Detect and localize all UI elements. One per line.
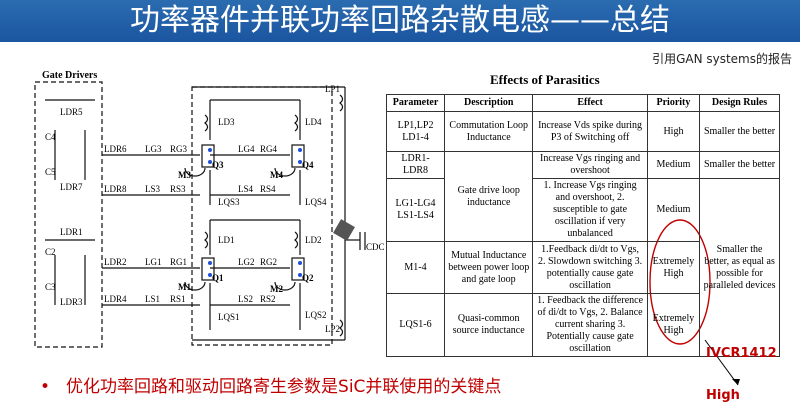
lbl-ld2: LD2 [305, 235, 322, 245]
lbl-ldr5: LDR5 [60, 107, 83, 117]
cell-effect: 1. Increase Vgs ringing and overshoot, 2… [532, 178, 648, 242]
lbl-ldr7: LDR7 [60, 182, 83, 192]
lbl-lqs2: LQS2 [305, 310, 327, 320]
lbl-lg1: LG1 [145, 257, 162, 267]
lbl-lqs4: LQS4 [305, 197, 327, 207]
cell-priority: Medium [646, 178, 701, 242]
bullet-text: 优化功率回路和驱动回路寄生参数是SiC并联使用的关键点 [66, 377, 502, 397]
col-header: Description [444, 94, 534, 112]
lbl-ldr2: LDR2 [104, 257, 127, 267]
lbl-ls4: LS4 [238, 184, 254, 194]
high-note: High [706, 388, 740, 403]
table-row: M1-4 Mutual Inductance between power loo… [385, 241, 780, 294]
lbl-rg2: RG2 [260, 257, 277, 267]
lbl-cdc: CDC [366, 242, 385, 252]
lbl-c3: C3 [45, 282, 56, 292]
table-row: LP1,LP2 LD1-4 Commutation Loop Inductanc… [385, 111, 780, 152]
gate-drivers-label: Gate Drivers [42, 70, 97, 81]
cell-priority: Medium [646, 151, 701, 179]
lbl-q4: Q4 [302, 160, 314, 170]
cell-priority: High [646, 111, 701, 152]
lbl-lqs3: LQS3 [218, 197, 240, 207]
lbl-rs1: RS1 [170, 294, 186, 304]
lbl-lp2: LP2 [325, 324, 340, 334]
lbl-m2: M2 [270, 284, 283, 294]
lbl-ldr8: LDR8 [104, 184, 127, 194]
lbl-ld3: LD3 [218, 117, 235, 127]
parasitics-table: Parameter Description Effect Priority De… [385, 94, 780, 357]
cell-parameter: M1-4 [385, 241, 446, 294]
lbl-ld1: LD1 [218, 235, 235, 245]
cell-priority: Extremely High [646, 241, 701, 294]
lbl-rs2: RS2 [260, 294, 276, 304]
table-row: LDR1-LDR8 Gate drive loop inductance Inc… [385, 151, 780, 242]
lbl-ldr6: LDR6 [104, 144, 127, 154]
bullet-dot-icon: • [40, 377, 51, 397]
lbl-ld4: LD4 [305, 117, 322, 127]
cell-effect: 1.Feedback di/dt to Vgs, 2. Slowdown swi… [532, 241, 648, 294]
cell-parameter: LP1,LP2 LD1-4 [385, 111, 446, 152]
cell-parameter: LDR1-LDR8 [385, 151, 446, 179]
lbl-lqs1: LQS1 [218, 312, 240, 322]
lbl-m1: M1 [178, 282, 191, 292]
lbl-c5: C5 [45, 167, 56, 177]
cell-effect: Increase Vgs ringing and overshoot [532, 151, 648, 179]
table-row: LG1-LG4 LS1-LS4 1. Increase Vgs ringing … [385, 178, 780, 357]
col-header: Priority [646, 94, 701, 112]
lbl-ls1: LS1 [145, 294, 160, 304]
cell-design: Smaller the better [699, 151, 780, 179]
lbl-rg4: RG4 [260, 144, 278, 154]
cell-priority: Extremely High [646, 293, 701, 357]
lbl-lg2: LG2 [238, 257, 255, 267]
cell-effect: 1. Feedback the difference of di/dt to V… [532, 293, 648, 357]
cell-description: Commutation Loop Inductance [444, 111, 534, 152]
page-title: 功率器件并联功率回路杂散电感——总结 [0, 0, 800, 42]
lbl-rg3: RG3 [170, 144, 188, 154]
lbl-rs4: RS4 [260, 184, 276, 194]
cell-description: Gate drive loop inductance [444, 151, 534, 242]
cell-description: Mutual Inductance between power loop and… [444, 241, 534, 294]
lbl-q3: Q3 [212, 160, 224, 170]
cell-design: Smaller the better, as equal as possible… [699, 178, 780, 357]
lbl-m3: M3 [178, 170, 191, 180]
lbl-q2: Q2 [302, 273, 314, 283]
lbl-ls2: LS2 [238, 294, 253, 304]
cell-parameter: LG1-LG4 LS1-LS4 [385, 178, 446, 242]
reference-note: 引用GAN systems的报告 [652, 52, 792, 66]
lbl-ldr3: LDR3 [60, 297, 83, 307]
cell-description: Quasi-common source inductance [444, 293, 534, 357]
cell-parameter: LQS1-6 [385, 293, 446, 357]
table-row: LQS1-6 Quasi-common source inductance 1.… [385, 293, 780, 357]
cell-effect: Increase Vds spike during P3 of Switchin… [532, 111, 648, 152]
col-header: Parameter [385, 94, 446, 112]
lbl-c2: C2 [45, 247, 56, 257]
lbl-ldr1: LDR1 [60, 227, 83, 237]
lbl-c4: C4 [45, 132, 56, 142]
lbl-rs3: RS3 [170, 184, 186, 194]
table-title: Effects of Parasitics [490, 72, 600, 87]
lbl-lg4: LG4 [238, 144, 255, 154]
ivcr-note: IVCR1412 [706, 346, 777, 361]
lbl-rg1: RG1 [170, 257, 187, 267]
lbl-ls3: LS3 [145, 184, 161, 194]
lbl-ldr4: LDR4 [104, 294, 127, 304]
lbl-lp1: LP1 [325, 84, 340, 94]
col-header: Design Rules [699, 94, 780, 112]
col-header: Effect [532, 94, 648, 112]
lbl-m4: M4 [270, 170, 283, 180]
summary-bullet: • 优化功率回路和驱动回路寄生参数是SiC并联使用的关键点 [40, 372, 501, 397]
lbl-lg3: LG3 [145, 144, 162, 154]
lbl-q1: Q1 [212, 273, 224, 283]
cell-design: Smaller the better [699, 111, 780, 152]
